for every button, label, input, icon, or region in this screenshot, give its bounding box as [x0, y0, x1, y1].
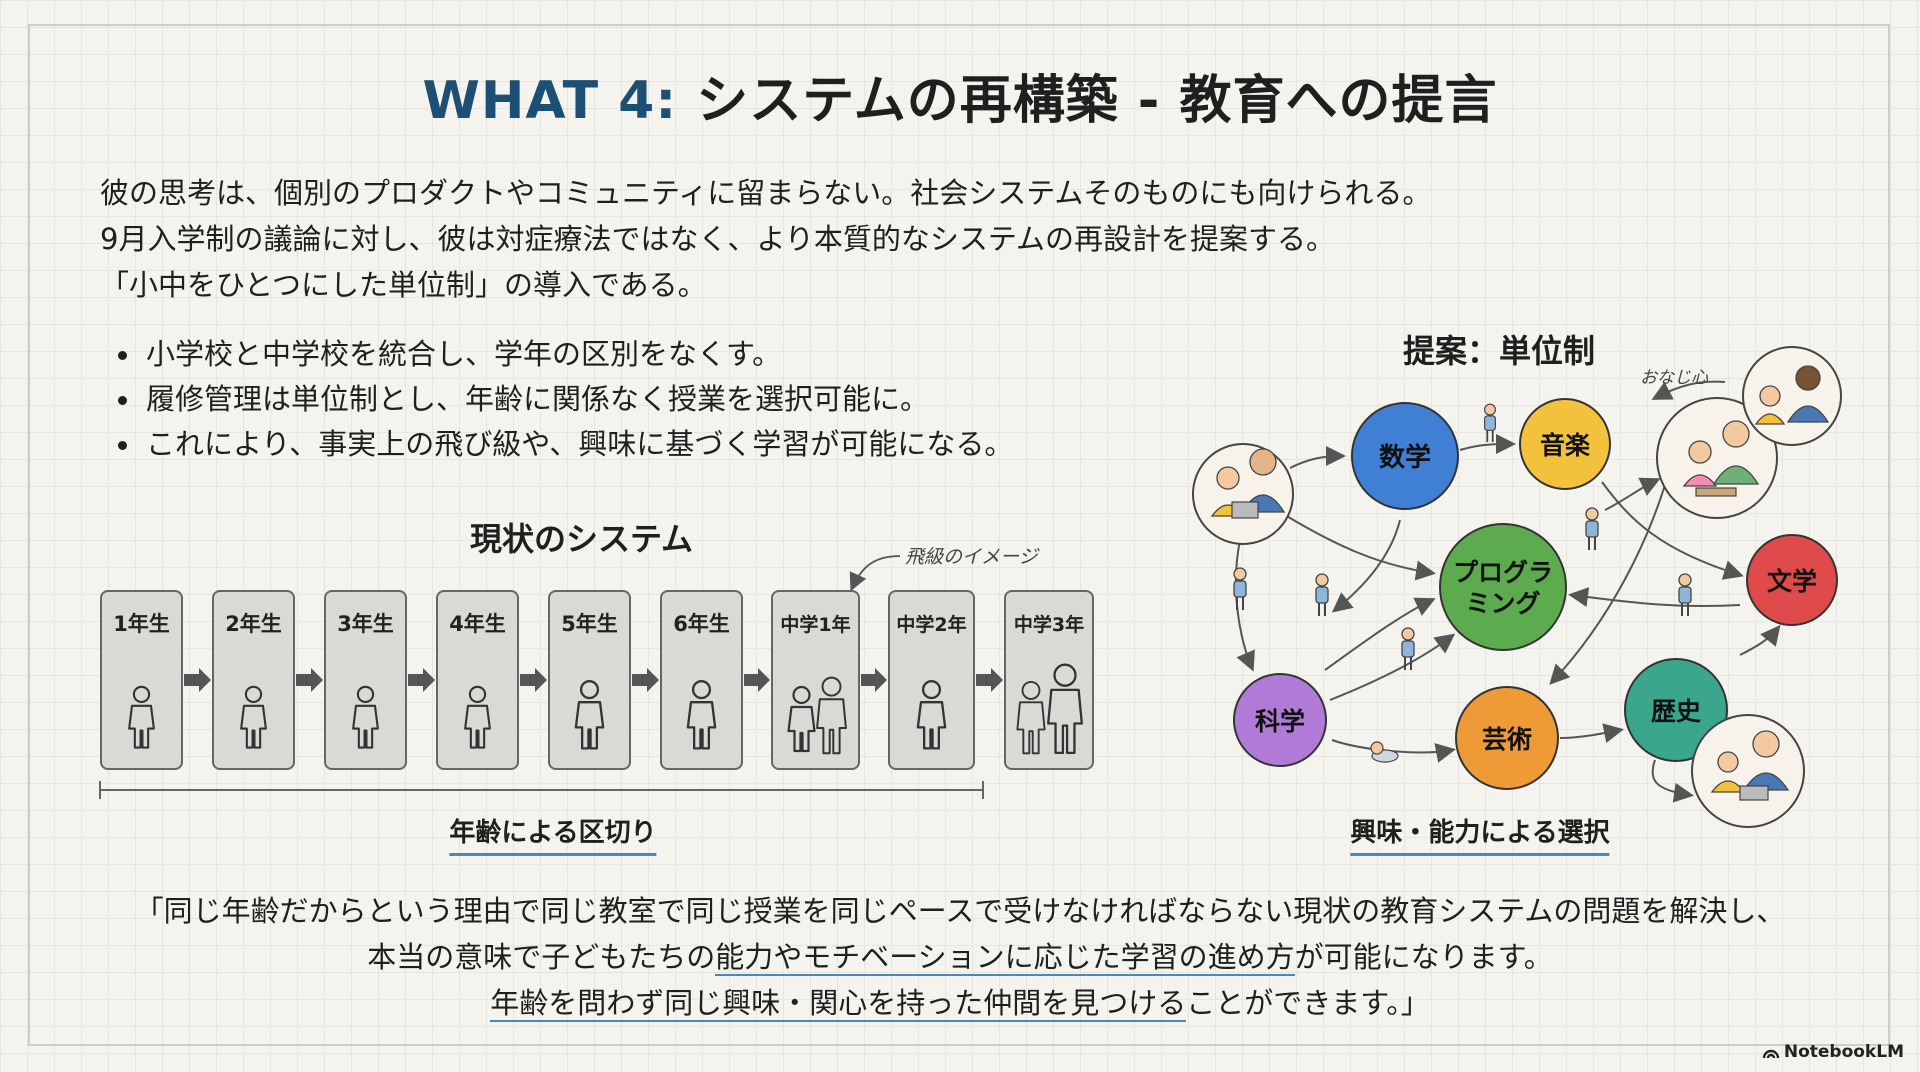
quote-block: 「同じ年齢だからという理由で同じ教室で同じ授業を同じペースで受けなければならない…: [0, 888, 1920, 1026]
quote-text: ことができます。」: [1186, 986, 1430, 1020]
age-division-label: 年齢による区切り: [449, 812, 657, 856]
brand-mark: NotebookLM: [1762, 1042, 1904, 1062]
bullet-item: 履修管理は単位制とし、年齢に関係なく授業を選択可能に。: [112, 377, 1013, 422]
logo-icon: [1762, 1049, 1780, 1059]
bullet-list: 小学校と中学校を統合し、学年の区別をなくす。 履修管理は単位制とし、年齢に関係な…: [112, 332, 1013, 467]
quote-highlight: 能力やモチベーションに応じた学習の進め方: [715, 940, 1295, 976]
quote-highlight: 年齢を問わず同じ興味・関心を持った仲間を見つける: [490, 986, 1187, 1022]
intro-paragraph: 彼の思考は、個別のプロダクトやコミュニティに留まらない。社会システムそのものにも…: [100, 170, 1600, 308]
page-title: WHAT 4: システムの再構築 - 教育への提言: [0, 58, 1920, 133]
title-main: システムの再構築 - 教育への提言: [696, 71, 1498, 131]
intro-line: 「小中をひとつにした単位制」の導入である。: [100, 268, 707, 302]
quote-line: 「同じ年齢だからという理由で同じ教室で同じ授業を同じペースで受けなければならない…: [134, 894, 1786, 928]
intro-line: 9月入学制の議論に対し、彼は対症療法ではなく、より本質的なシステムの再設計を提案…: [100, 222, 1336, 256]
interest-selection-label: 興味・能力による選択: [1350, 812, 1610, 856]
brand-name: NotebookLM: [1783, 1042, 1904, 1062]
bullet-item: 小学校と中学校を統合し、学年の区別をなくす。: [112, 332, 1013, 377]
bullet-item: これにより、事実上の飛び級や、興味に基づく学習が可能になる。: [112, 422, 1013, 467]
quote-text: 本当の意味で子どもたちの: [367, 940, 716, 974]
quote-line: 年齢を問わず同じ興味・関心を持った仲間を見つけることができます。」: [0, 980, 1920, 1026]
quote-text: が可能になります。: [1294, 940, 1553, 974]
slide-frame: [28, 24, 1890, 1046]
current-system-label: 現状のシステム: [470, 520, 694, 558]
intro-line: 彼の思考は、個別のプロダクトやコミュニティに留まらない。社会システムそのものにも…: [100, 176, 1432, 210]
quote-line: 本当の意味で子どもたちの能力やモチベーションに応じた学習の進め方が可能になります…: [0, 934, 1920, 980]
title-prefix: WHAT 4:: [422, 71, 678, 131]
proposal-label: 提案：単位制: [1403, 332, 1596, 370]
